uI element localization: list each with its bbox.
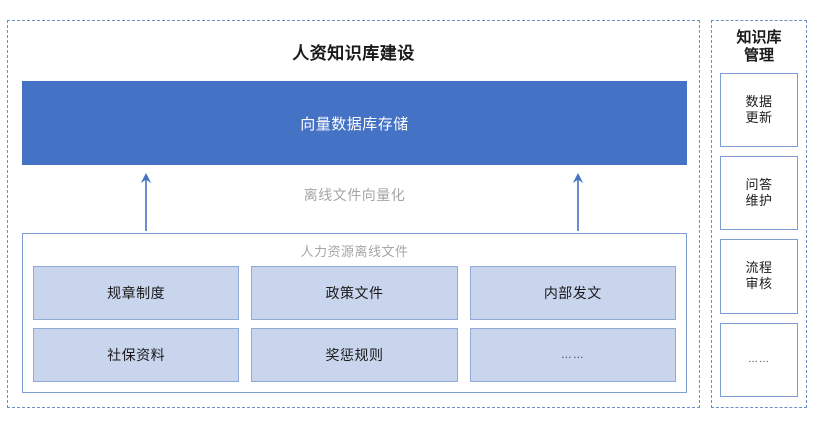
page-title: 人资知识库建设 <box>292 44 415 63</box>
vector-database-storage-label: 向量数据库存储 <box>300 115 409 133</box>
knowledge-base-management-panel: 知识库 管理 数据 更新 问答 维护 流程 审核 …… <box>711 20 807 408</box>
arrow-up-icon <box>140 173 152 231</box>
management-item-process-review[interactable]: 流程 审核 <box>720 239 798 314</box>
file-category-cell[interactable]: 社保资料 <box>33 328 240 382</box>
management-action-list: 数据 更新 问答 维护 流程 审核 …… <box>720 72 798 398</box>
file-category-cell[interactable]: 奖惩规则 <box>251 328 458 382</box>
hr-offline-files-grid: 规章制度 政策文件 内部发文 社保资料 奖惩规则 …… <box>33 266 676 382</box>
management-item-qa-maintain[interactable]: 问答 维护 <box>720 155 798 231</box>
management-item-more[interactable]: …… <box>720 322 798 398</box>
management-item-data-update[interactable]: 数据 更新 <box>720 72 798 147</box>
file-category-cell[interactable]: 内部发文 <box>469 266 676 320</box>
file-category-cell[interactable]: 规章制度 <box>33 266 240 320</box>
vectorization-flow-label: 离线文件向量化 <box>303 187 406 203</box>
vector-database-storage-block[interactable]: 向量数据库存储 <box>22 81 687 165</box>
file-category-cell-more[interactable]: …… <box>469 328 676 382</box>
file-category-cell[interactable]: 政策文件 <box>251 266 458 320</box>
knowledge-base-construction-panel: 人资知识库建设 向量数据库存储 离线文件向量化 人力资源离线文件 规章制度 政策… <box>7 20 700 408</box>
hr-offline-files-container: 人力资源离线文件 规章制度 政策文件 内部发文 社保资料 奖惩规则 …… <box>22 233 687 393</box>
vectorization-flow-band: 离线文件向量化 <box>22 165 687 233</box>
management-panel-title: 知识库 管理 <box>736 29 782 65</box>
hr-offline-files-title: 人力资源离线文件 <box>300 244 409 259</box>
arrow-up-icon <box>572 173 584 231</box>
